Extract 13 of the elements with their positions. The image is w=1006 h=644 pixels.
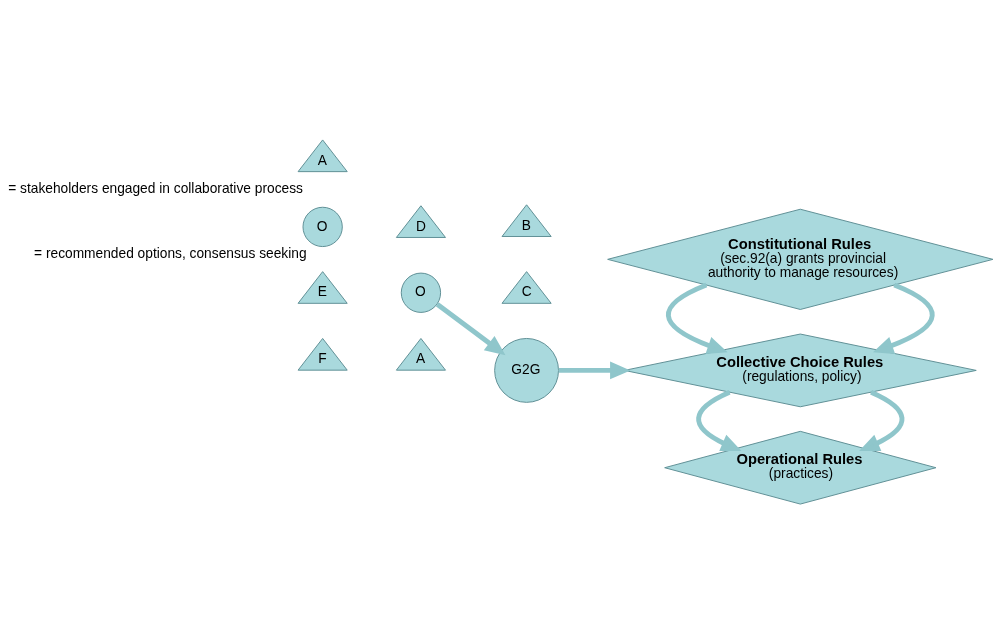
arrow <box>666 282 728 354</box>
arrow <box>696 390 742 452</box>
node-label: = recommended options, consensus seeking <box>34 245 307 261</box>
node-diamond: Operational Rules (practices) <box>664 430 937 505</box>
arrow <box>558 361 631 380</box>
arrow <box>872 282 935 354</box>
arrow <box>859 390 905 452</box>
node-circle: O <box>400 272 442 313</box>
node-diamond: Constitutional Rules (sec.92(a) grants provincial authority to manage resources) <box>607 208 994 310</box>
node-label: = stakeholders engaged in collaborative process <box>8 181 303 197</box>
node-circle: O <box>302 206 343 248</box>
arrow <box>435 302 506 356</box>
node-circle: G2G <box>494 337 559 403</box>
